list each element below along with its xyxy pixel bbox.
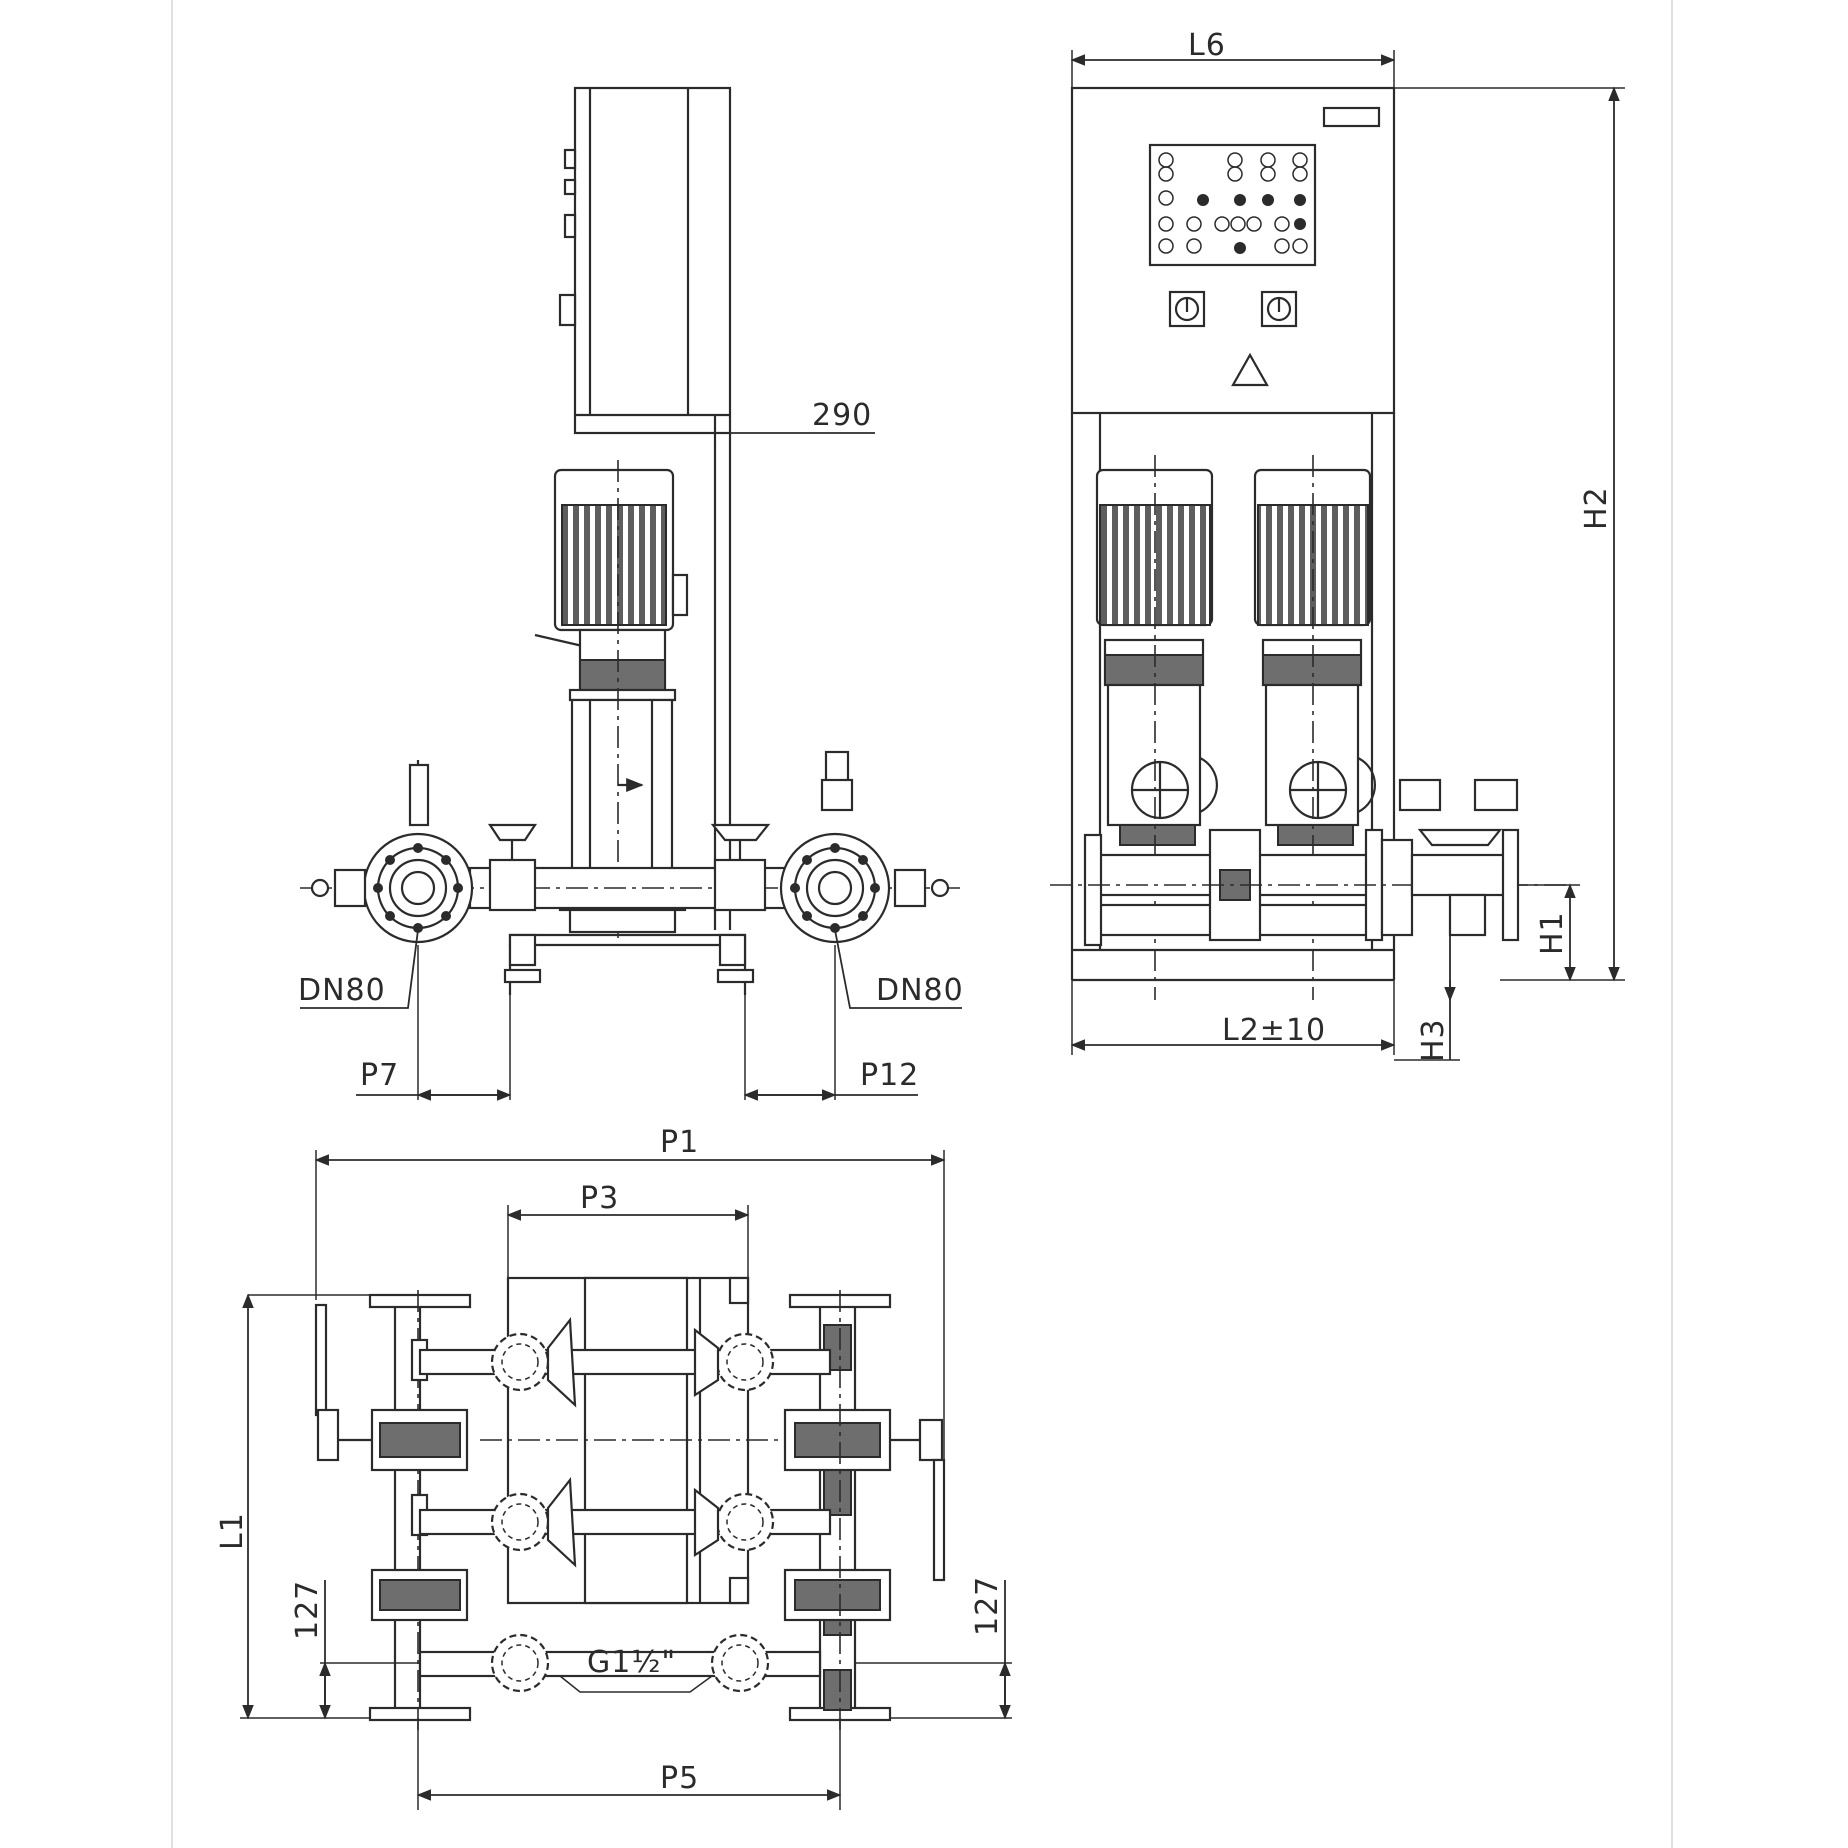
dim-127-right: 127	[970, 1576, 1005, 1636]
dim-h2: H2	[1579, 486, 1614, 530]
warning-triangle-icon	[1231, 352, 1269, 387]
connection-label: G1½"	[587, 1645, 676, 1680]
dim-290: 290	[812, 398, 872, 433]
pump-1	[1095, 455, 1218, 1000]
left-flange	[362, 832, 474, 944]
control-cabinet	[1070, 86, 1396, 415]
dim-p5: P5	[660, 1761, 699, 1796]
dim-l6: L6	[1188, 28, 1226, 63]
right-flange	[779, 832, 891, 944]
dim-p3: P3	[580, 1181, 619, 1216]
front-view: L6 H2 H1 H3 L2±10	[1050, 28, 1625, 1062]
dim-h1: H1	[1535, 911, 1570, 955]
dim-l1: L1	[215, 1512, 250, 1550]
dim-l2: L2±10	[1222, 1013, 1326, 1048]
dim-p1: P1	[660, 1125, 699, 1160]
cabinet-side	[573, 86, 732, 435]
dim-p12: P12	[860, 1058, 919, 1093]
pump-2	[1253, 455, 1376, 1000]
dn80-left-label: DN80	[298, 973, 386, 1008]
plan-view: G1½" P1 P3 L1 127 127 P5	[215, 1125, 1012, 1810]
dim-127-left: 127	[290, 1580, 325, 1640]
dim-p7: P7	[360, 1058, 399, 1093]
dim-h3: H3	[1416, 1018, 1451, 1062]
side-view: 290 DN80 DN80 P7 P12	[298, 86, 964, 1101]
control-panel	[1148, 143, 1317, 267]
dn80-right-label: DN80	[876, 973, 964, 1008]
